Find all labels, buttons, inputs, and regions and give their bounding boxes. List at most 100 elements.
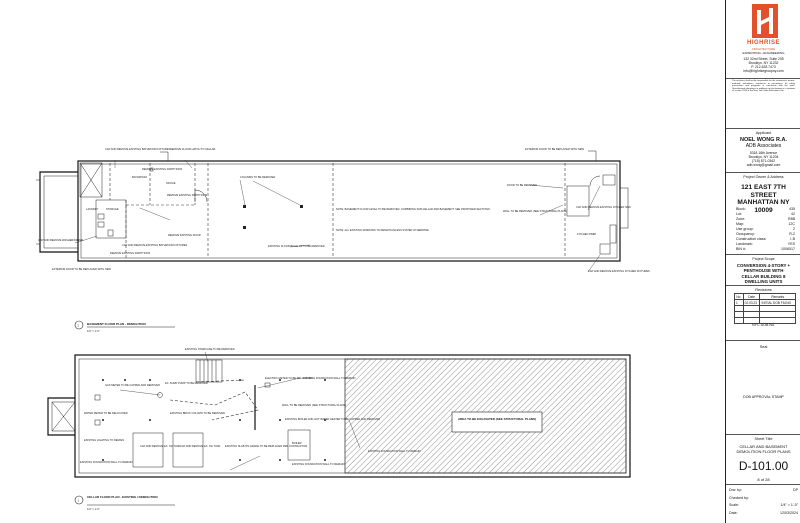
cellar-note: EXISTING FOUNDATION WALL TO REMAIN (292, 462, 345, 466)
owner-label: Project Owner & Address (743, 175, 784, 179)
project-info-value: 42 (791, 212, 795, 216)
applicant-address2: Brooklyn, NY 11204 (748, 155, 779, 159)
cellar-floor-plan: AREA TO BE EXCAVATED (SEE STRUCTURAL PLA… (47, 351, 631, 478)
cellar-note: WATER METER TO BE RELOCATED (84, 411, 128, 415)
basement-note: REMOVE EXISTING DOOR (168, 233, 201, 237)
drawn-by-label: Drw. by: (729, 488, 742, 492)
firm-address-line2: Brooklyn, NY 11232 (748, 61, 779, 65)
project-info-value: 1006517 (781, 247, 795, 251)
project-info-row: Construction class:I-B (736, 237, 795, 242)
project-info-row: BIN #: 1006517 (736, 247, 795, 252)
cellar-note: CAP AND REMOVE EX. OIL TANK (140, 444, 181, 448)
revisions-label: Revisions (755, 288, 772, 292)
basement-note: REMOVE FLOOR HATCH TO CELLAR (170, 147, 216, 151)
project-info-value: R8B (788, 217, 795, 221)
cellar-plan-scale: 1/4" = 1'-0" (87, 507, 100, 511)
title-block: HIGHRISE ARCHITECTURE EXPEDITING • ENGIN… (725, 0, 800, 523)
basement-note: REMOVE EXISTING PARTITIONS (167, 193, 207, 197)
dob-approval-stamp-label: DOB APPROVAL STAMP (743, 395, 784, 399)
firm-email[interactable]: info@highrisegroupny.com (743, 69, 784, 73)
applicant-name: NOEL WONG R.A. (740, 137, 787, 143)
cellar-note: EXISTING STAIRCASE TO BE REMOVED (185, 347, 235, 351)
project-info-key: Occupancy: (736, 232, 755, 236)
cellar-note: EXISTING LIGHTING TO REMAIN (84, 438, 124, 442)
cellar-outer-wall (74, 354, 631, 478)
project-info-key: Map: (736, 222, 744, 226)
applicant-address1: 5318 16th Avenue (749, 151, 778, 155)
cellar-plan-title: CELLAR FLOOR PLAN - EXISTING / DEMOLITIO… (87, 495, 158, 499)
cellar-note: CAP AND REMOVE EX. OIL TANK (180, 444, 221, 448)
basement-note: COLUMNS TO BE REMOVED (240, 175, 275, 179)
basement-note: OFFICE (166, 181, 176, 185)
cellar-plan-number: 1 (78, 499, 80, 503)
scale-label: Scale: (729, 503, 739, 507)
project-info-row: Lot: 42 (736, 212, 795, 217)
scope-label: Project Scope (752, 257, 775, 261)
existing-staircase (195, 359, 246, 383)
date-value: 12/03/2024 (780, 510, 798, 515)
basement-note: BATHROOM (132, 175, 147, 179)
project-scope: CONVERSION 4-STORY + PENTHOUSE WITH CELL… (736, 263, 791, 285)
cellar-note: EX. SUMP PUMP TO BE REMOVED (165, 381, 208, 385)
basement-note: REMOVE EXISTING PARTITIONS (142, 167, 182, 171)
oil-tank-1 (132, 432, 164, 468)
project-info-value: 2 (793, 227, 795, 231)
project-info-value: 435 (789, 207, 795, 211)
basement-note: EXISTING FLOOR BUILD UP TO BE REMOVED (268, 244, 325, 248)
project-info-value: YES (787, 242, 795, 246)
cellar-note: EXISTING FOUNDATION WALL TO REMAIN (303, 376, 356, 380)
firm-services: EXPEDITING • ENGINEERING (742, 51, 785, 55)
basement-note: DOOR TO BE REMOVED (507, 183, 537, 187)
basement-plan-title: 2 BASEMENT FLOOR PLAN - DEMOLITION 1/4" … (74, 320, 175, 333)
oil-tank-2 (172, 432, 204, 468)
project-info-key: BIN #: (736, 247, 746, 251)
basement-plan-scale: 1/4" = 1'-0" (87, 329, 100, 333)
cellar-note: BOILER (292, 441, 302, 445)
drawing-meta: Drw. by:DP Checked by: Scale:1/4" = 1'-0… (729, 487, 798, 517)
floor-plans-drawing: CAP AND REMOVE EXISTING BATHROOM FIXTURE… (36, 147, 650, 511)
basement-note: CAP AND REMOVE EXISTING BATHROOM FIXTURE… (122, 243, 187, 247)
excavation-label: AREA TO BE EXCAVATED (SEE STRUCTURAL PLA… (458, 417, 536, 421)
firm-tagline: ARCHITECTURE (751, 47, 776, 51)
project-info-row: Map: 12C (736, 222, 795, 227)
cellar-note: ELECTRIC METER TO BE RELOCATED (265, 376, 313, 380)
project-info-value: I-B (790, 237, 795, 241)
basement-note: CAP AND REMOVE EXISTING KITCHEN SINK (576, 205, 631, 209)
cellar-note: EXISTING FOUNDATION WALL TO REMAIN (368, 449, 421, 453)
basement-note: NOTE: ALL EXISTING WINDOWS TO REMAIN UNL… (336, 228, 429, 232)
cellar-note: GAS METER TO BE CAPPED AND REMOVED (105, 383, 160, 387)
basement-note: CAP AND REMOVE EXISTING KITCHEN FIXTURES (588, 269, 650, 273)
date-label: Date: (729, 510, 738, 515)
project-info-key: Zone: (736, 217, 746, 221)
basement-note: NOTE: BASEMENT FLOOR LEVEL TO BE REMOVED… (336, 207, 491, 211)
revision-row-empty (734, 317, 796, 324)
cellar-note: EXISTING BRICK COLUMN TO BE REMOVED (170, 411, 225, 415)
cellar-note: WALL TO BE REMOVED (SEE STRUCTURAL PLANS… (282, 403, 346, 407)
basement-note: EXTERIOR DOOR TO BE REPLACED WITH NEW (525, 147, 585, 151)
checked-by-label: Checked by: (729, 495, 749, 500)
sheet-number: D-101.00 (738, 459, 789, 473)
project-address: 121 EAST 7TH STREET MANHATTAN NY 10009 (737, 184, 790, 214)
basement-note: CAP AND REMOVE WASHER/DRYER (38, 238, 83, 242)
project-info-value: 12C (788, 222, 795, 226)
project-info-key: Use group: (736, 227, 754, 231)
project-info-row: Landmark:YES (736, 242, 795, 247)
project-info-row: Zone: R8B (736, 217, 795, 222)
basement-note: REMOVE EXISTING PARTITIONS (110, 251, 150, 255)
basement-note: KITCHEN PREP (577, 232, 596, 236)
basement-note: WALL TO BE REMOVED (SEE STRUCTURAL PLANS… (503, 209, 567, 213)
sheet-title: CELLAR AND BASEMENT DEMOLITION FLOOR PLA… (736, 444, 791, 454)
cellar-note: EXISTING SLAB ON GRADE TO BE REPLACED PE… (225, 444, 307, 448)
applicant-email[interactable]: adb.wong@gmail.com (746, 163, 781, 167)
project-info-key: Block: (736, 207, 746, 211)
project-info-value: R-2 (789, 232, 795, 236)
cellar-note: EXISTING BOILER AND HOT WATER HEATER TO … (285, 417, 380, 421)
cellar-note: EXISTING FOUNDATION WALL TO REMAIN (80, 460, 133, 464)
basement-floor-plan (36, 150, 629, 273)
applicant-phone: (718) 871-0362 (751, 159, 776, 163)
basement-note: STORAGE (106, 207, 119, 211)
basement-annotations: CAP AND REMOVE EXISTING BATHROOM FIXTURE… (38, 147, 650, 273)
project-info-key: Lot: (736, 212, 742, 216)
